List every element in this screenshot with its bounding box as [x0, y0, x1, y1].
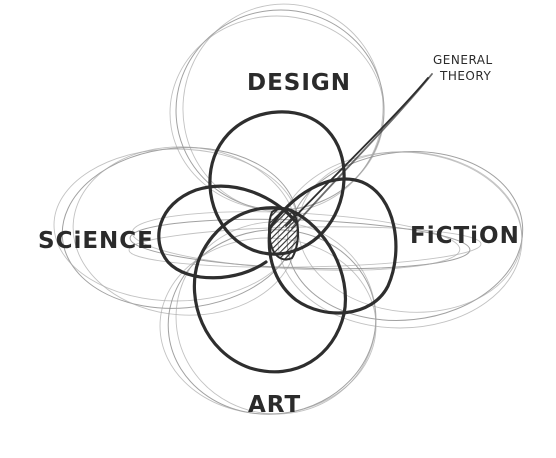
design-inner-loop [208, 110, 346, 256]
general-theory-label-line1: GENERAL [433, 53, 493, 67]
fiction-inner-loop [267, 177, 398, 315]
general-theory-label-line2: THEORY [439, 69, 491, 83]
science-inner-loop [157, 184, 298, 280]
art-inner-loop [192, 206, 347, 374]
science-label: SCiENCE [38, 228, 154, 254]
design-label: DESIGN [247, 70, 351, 96]
outer-sketch-shapes [53, 3, 524, 415]
art-label: ART [248, 392, 301, 418]
general-theory-pointer [285, 73, 433, 229]
fiction-label: FiCTiON [410, 223, 520, 249]
inner-bold-loops [157, 110, 398, 374]
